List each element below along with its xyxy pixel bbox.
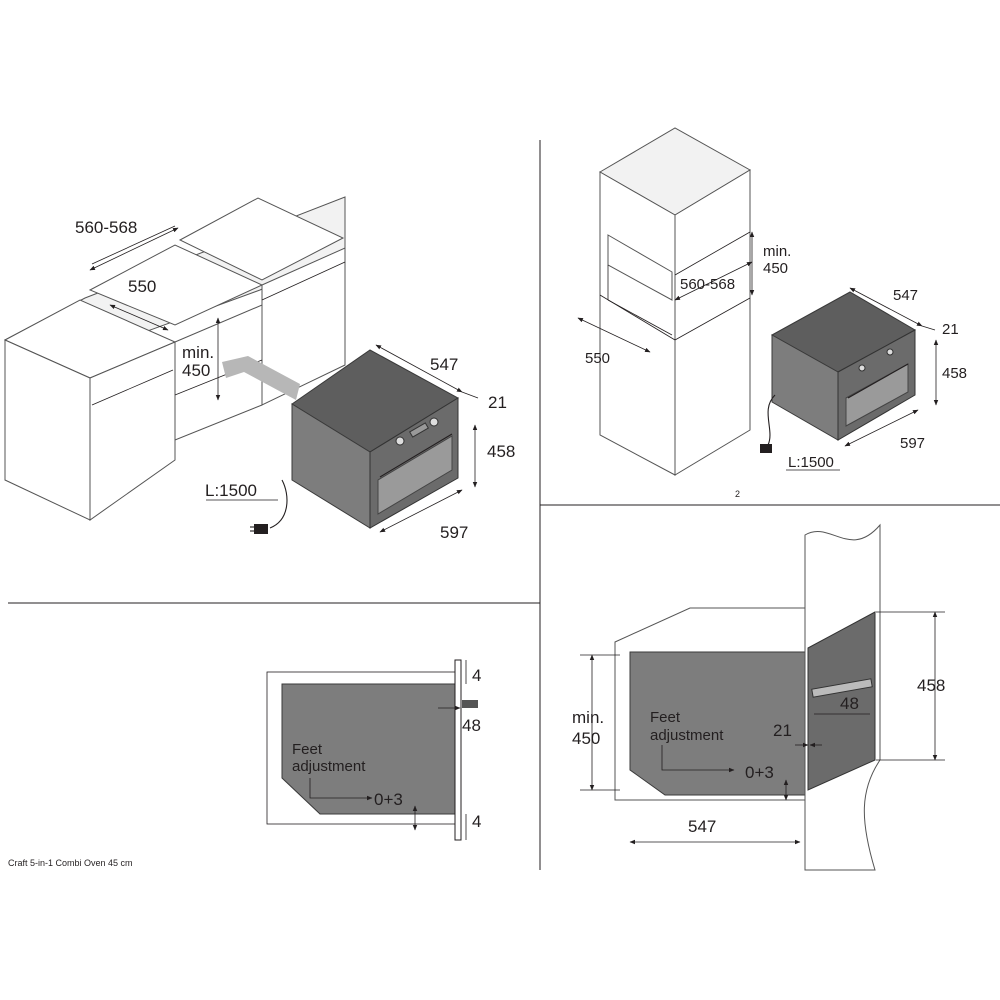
side-panel-dim-label: 48 — [462, 716, 481, 735]
side-feet-label-line2: adjustment — [292, 758, 366, 775]
tall-cabinet-drawing — [599, 127, 751, 476]
detail-oven-height-label: 458 — [917, 676, 945, 695]
power-plug-icon — [250, 479, 288, 534]
base-niche-label-line2: 450 — [182, 361, 210, 380]
tall-front-panel-label: 21 — [942, 321, 959, 338]
side-front-panel — [454, 659, 462, 841]
tall-cabinet-panel: min. 450 560-568 550 547 21 458 597 L:15… — [577, 127, 967, 499]
side-top-gap-label: 4 — [472, 666, 481, 685]
side-oven-body — [281, 683, 456, 815]
detail-niche-label-line1: min. — [572, 708, 604, 727]
base-cabinet-drawing — [3, 196, 346, 521]
side-feet-range-label: 0+3 — [374, 790, 403, 809]
detail-oven-depth-label: 547 — [688, 817, 716, 836]
detail-oven-front — [807, 611, 876, 791]
side-section-panel: 4 48 Feet adjustment 0+3 4 — [266, 659, 481, 841]
tall-cable-length-label: L:1500 — [788, 454, 834, 471]
tall-power-plug-icon — [760, 394, 776, 453]
tall-oven-drawing — [770, 291, 917, 441]
side-panel-clip — [462, 700, 478, 708]
detail-section-panel: min. 450 458 48 Feet adjustment 21 0+3 5… — [572, 523, 945, 871]
insert-arrow-icon — [222, 356, 300, 400]
base-niche-label-line1: min. — [182, 343, 214, 362]
base-cabinet-width-label: 560-568 — [75, 218, 137, 237]
side-feet-label-line1: Feet — [292, 741, 323, 758]
tall-oven-depth-label: 547 — [893, 287, 918, 304]
base-oven-width-label: 597 — [440, 523, 468, 542]
base-oven-height-label: 458 — [487, 442, 515, 461]
tall-dimension-lines — [577, 231, 939, 471]
base-cabinet-depth-label: 550 — [128, 277, 156, 296]
base-oven-depth-label: 547 — [430, 355, 458, 374]
base-front-panel-label: 21 — [488, 393, 507, 412]
tall-cabinet-depth-label: 550 — [585, 350, 610, 367]
base-cabinet-panel: 560-568 550 min. 450 547 21 458 597 L:15… — [3, 196, 515, 542]
base-dimension-lines — [89, 225, 479, 533]
detail-feet-label-line1: Feet — [650, 709, 681, 726]
side-dimension-lines — [309, 660, 467, 840]
tall-niche-label-line2: 450 — [763, 260, 788, 277]
detail-dimension-lines — [580, 611, 945, 845]
page-marker: 2 — [735, 489, 740, 499]
tall-cabinet-width-label: 560-568 — [680, 276, 735, 293]
base-cable-length-label: L:1500 — [205, 481, 257, 500]
detail-front-panel-label: 21 — [773, 721, 792, 740]
tall-oven-height-label: 458 — [942, 365, 967, 382]
tall-oven-width-label: 597 — [900, 435, 925, 452]
tall-niche-label-line1: min. — [763, 243, 791, 260]
product-caption: Craft 5-in-1 Combi Oven 45 cm — [8, 858, 133, 868]
detail-niche-label-line2: 450 — [572, 729, 600, 748]
detail-panel-dim-label: 48 — [840, 694, 859, 713]
detail-feet-label-line2: adjustment — [650, 727, 724, 744]
side-bottom-gap-label: 4 — [472, 812, 481, 831]
panel-dividers — [8, 140, 1000, 870]
detail-oven-body — [629, 651, 806, 796]
detail-feet-range-label: 0+3 — [745, 763, 774, 782]
